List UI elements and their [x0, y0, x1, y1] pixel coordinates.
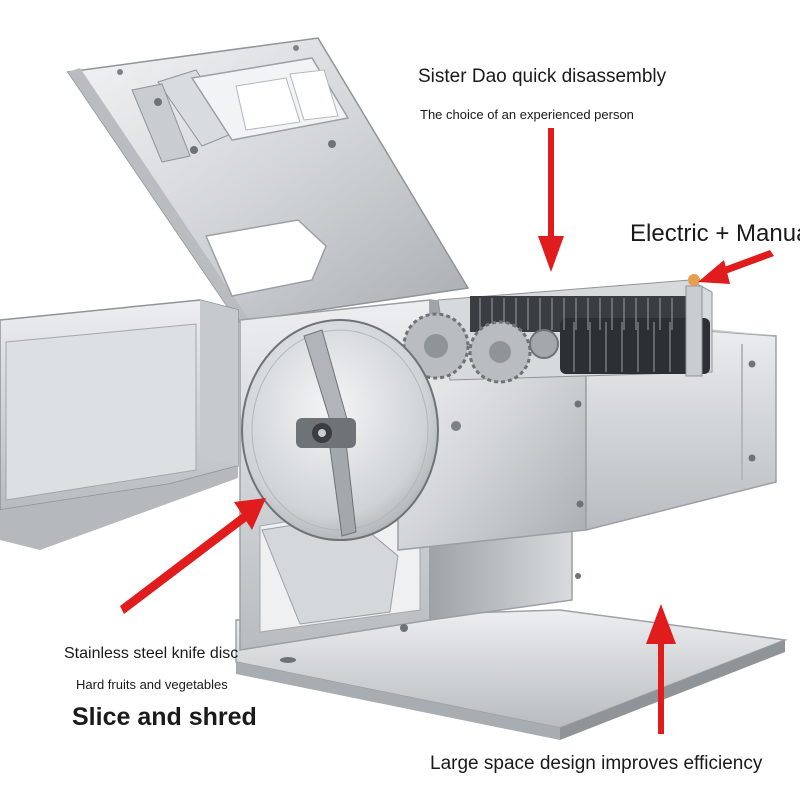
callout-arrows — [120, 128, 774, 734]
arrow-up-right-icon — [120, 498, 266, 614]
arrow-up-icon — [646, 604, 676, 734]
arrow-left-icon — [698, 250, 774, 284]
space-design-label: Large space design improves efficiency — [430, 753, 763, 774]
drive-gears — [402, 312, 559, 384]
knife-disc-subtitle: Hard fruits and vegetables — [76, 677, 228, 692]
slice-label: Slice and shred — [72, 703, 257, 731]
knife-disc — [241, 319, 439, 541]
power-mode-label: Electric + Manual — [630, 220, 800, 247]
quick-disassembly-subtitle: The choice of an experienced person — [420, 107, 634, 122]
quick-disassembly-title: Sister Dao quick disassembly — [418, 66, 667, 87]
arrow-down-icon — [538, 128, 564, 272]
hopper-lid — [66, 37, 470, 323]
knife-disc-title: Stainless steel knife disc — [64, 645, 239, 662]
side-door — [0, 299, 239, 550]
